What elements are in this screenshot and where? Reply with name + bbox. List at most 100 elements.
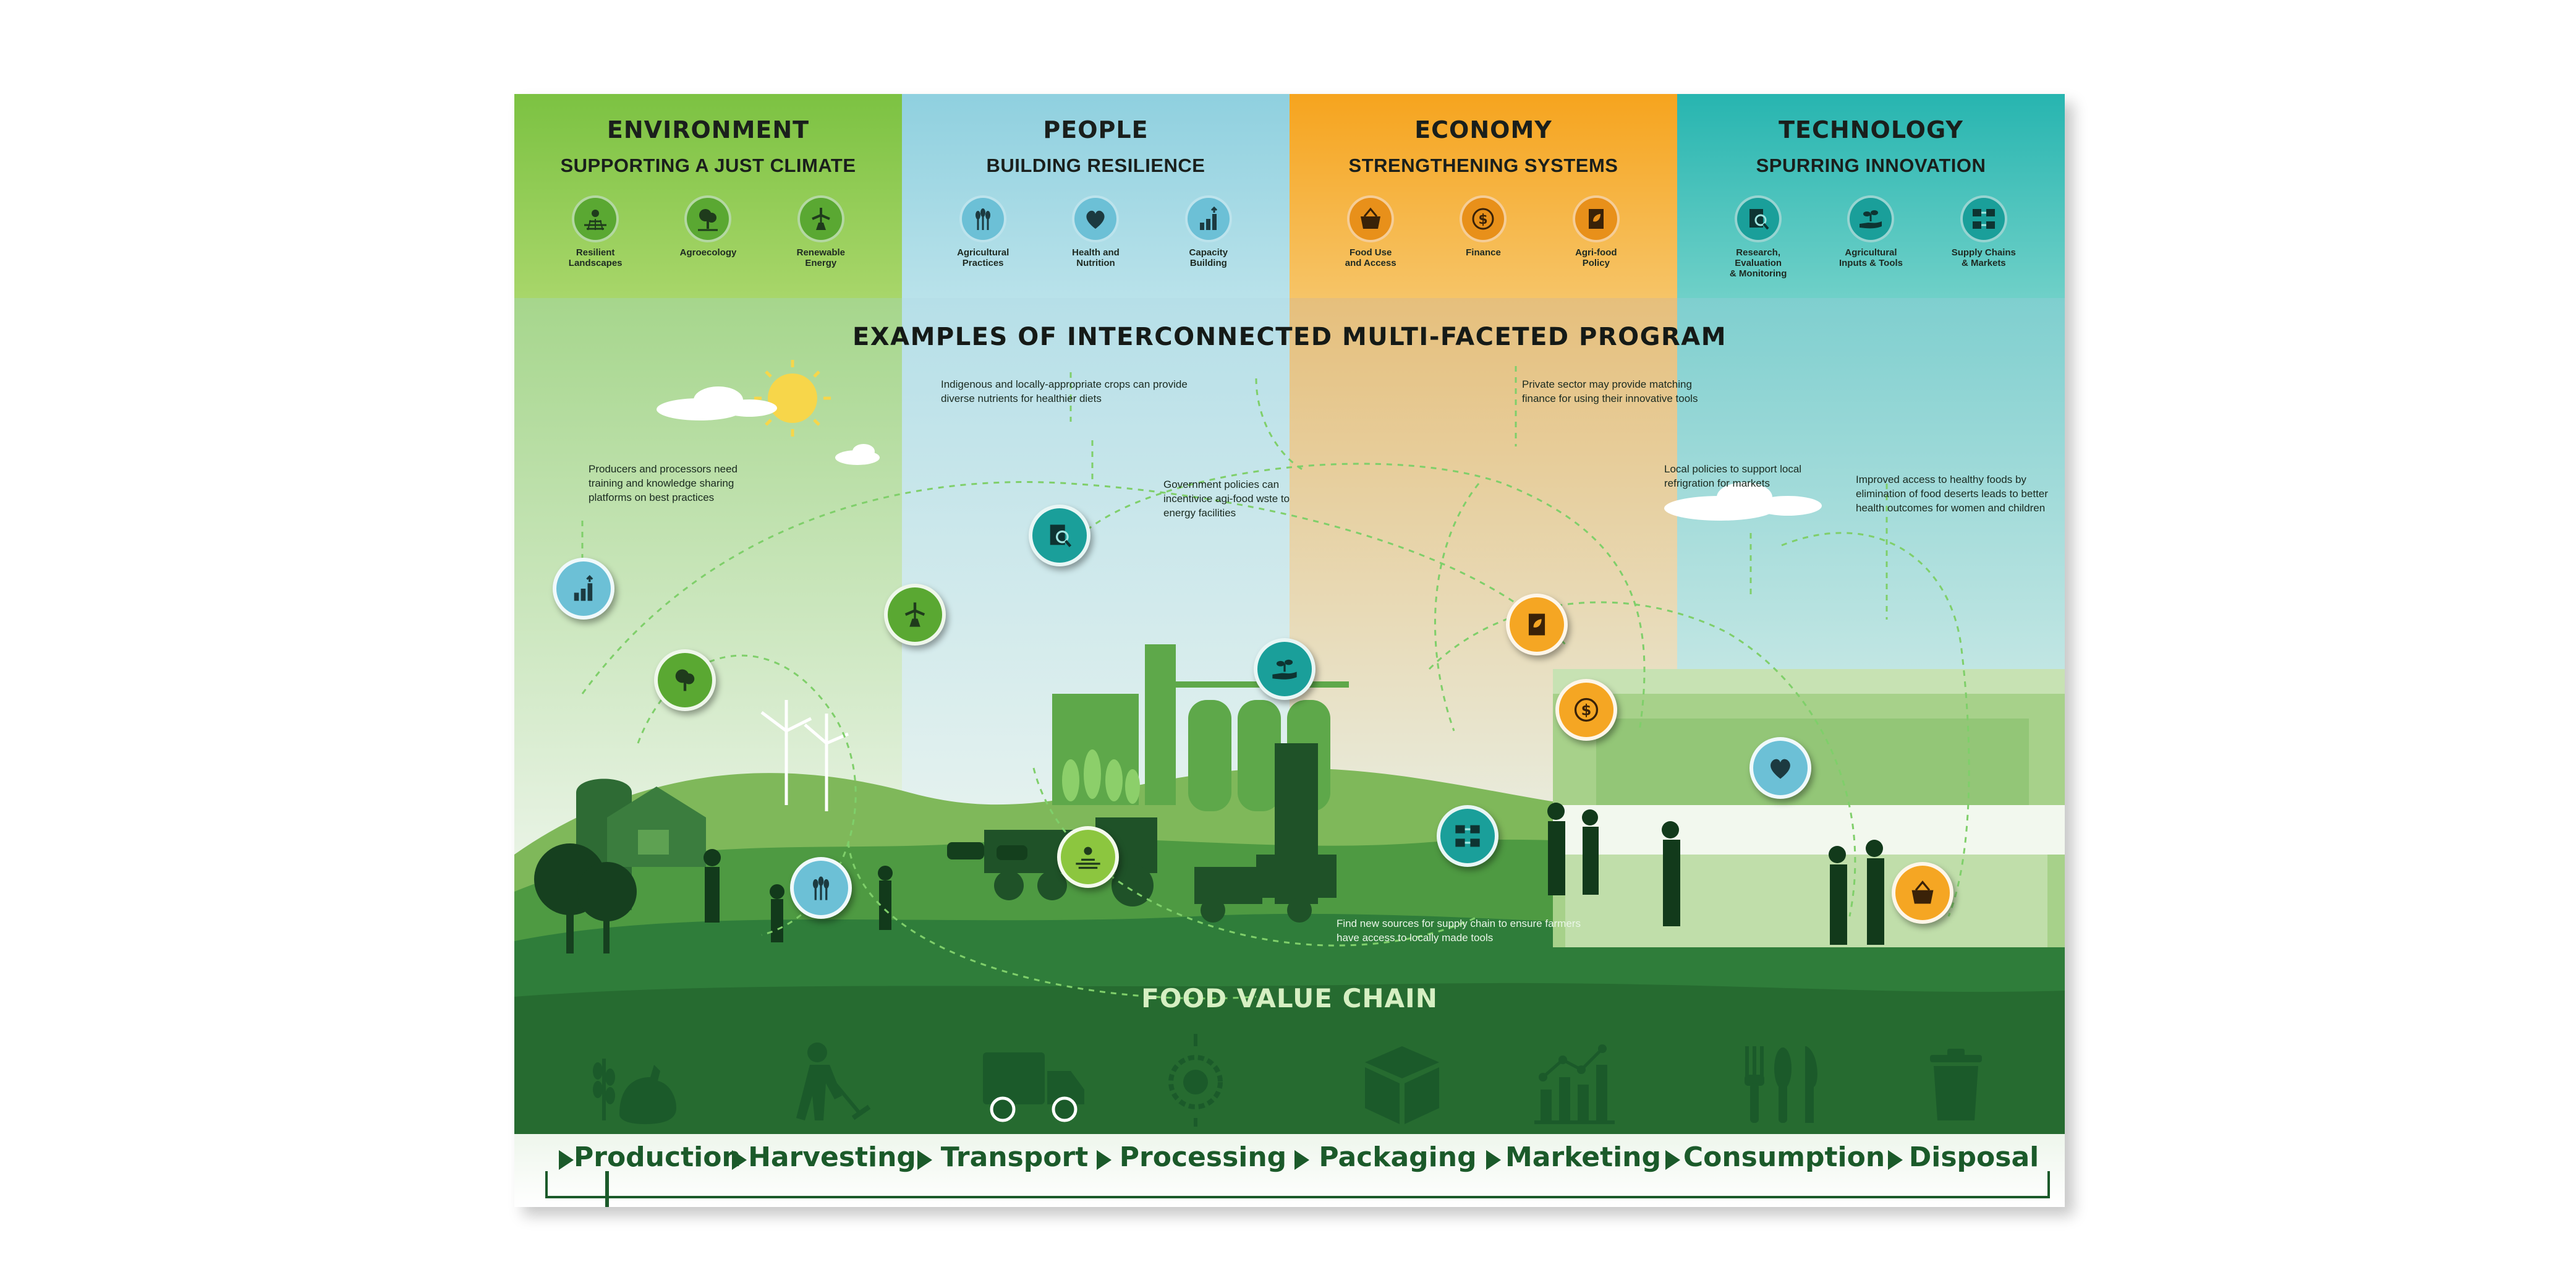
annotation: Government policies can incentivice agi-… — [1163, 479, 1290, 519]
heart-icon — [1072, 195, 1120, 242]
chevron-right-icon — [1294, 1150, 1309, 1170]
pillar-item-label: Resilient Landscapes — [568, 247, 623, 268]
pillar-technology: TECHNOLOGY SPURRING INNOVATION Research,… — [1677, 94, 2065, 298]
basket-icon — [1892, 862, 1953, 924]
research-icon — [1029, 505, 1090, 566]
chevron-right-icon — [1486, 1150, 1501, 1170]
hand-seedling-icon — [1254, 638, 1316, 700]
pillar-item-label: Agricultural Practices — [957, 247, 1010, 268]
wind-turbine-icon — [760, 700, 849, 811]
chain-stage-label: Disposal — [1908, 1141, 2039, 1173]
pillar-item: Agri-food Policy — [1550, 195, 1643, 268]
farmer-rake-icon — [796, 1043, 871, 1120]
chevron-right-icon — [1888, 1150, 1903, 1170]
policy-notebook-icon — [1506, 594, 1568, 655]
pillar-title: ECONOMY — [1414, 116, 1552, 143]
pillar-item: Capacity Building — [1162, 195, 1255, 268]
chain-arrows — [559, 1150, 1903, 1170]
chain-stage-label: Consumption — [1683, 1141, 1885, 1173]
pillar-title: ENVIRONMENT — [606, 116, 810, 143]
pillar-item-label: Agricultural Inputs & Tools — [1838, 247, 1903, 268]
dollar-icon: $ — [1460, 195, 1507, 242]
windmill-icon — [797, 195, 844, 242]
value-chain-labels: Production Harvesting Transport Processi… — [514, 1141, 2065, 1179]
market-building — [1553, 669, 2065, 947]
box-icon — [1365, 1046, 1439, 1124]
program-scene: EXAMPLES OF INTERCONNECTED MULTI-FACETED… — [514, 298, 2065, 1134]
truck-icon — [983, 1052, 1084, 1122]
pillar-subtitle: STRENGTHENING SYSTEMS — [1348, 155, 1618, 176]
chevron-right-icon — [1097, 1150, 1112, 1170]
value-chain-icon-row — [593, 1034, 1982, 1127]
pillar-item-label: Capacity Building — [1189, 247, 1228, 268]
pillar-subtitle: BUILDING RESILIENCE — [986, 155, 1205, 176]
tree-icon — [534, 843, 637, 953]
dollar-icon: $ — [1555, 679, 1617, 741]
processing-cog-icon — [1168, 1034, 1223, 1127]
pillar-item: Supply Chains & Markets — [1937, 195, 2030, 279]
pillar-item-label: Finance — [1466, 247, 1501, 258]
hand-seedling-icon — [1847, 195, 1895, 242]
value-chain-bracket — [545, 1171, 2050, 1198]
basket-icon — [1347, 195, 1395, 242]
pillar-item: Research, Evaluation & Monitoring — [1712, 195, 1804, 279]
chain-stage-label: Harvesting — [748, 1141, 916, 1173]
value-chain-strip — [514, 1134, 2065, 1207]
chevron-right-icon — [559, 1150, 574, 1170]
value-chain — [514, 1134, 2065, 1207]
infographic-poster: ENVIRONMENT SUPPORTING A JUST CLIMATE Re… — [514, 94, 2065, 1207]
scene-title: EXAMPLES OF INTERCONNECTED MULTI-FACETED… — [852, 323, 1727, 351]
chevron-right-icon — [1665, 1150, 1680, 1170]
people-silhouettes — [704, 803, 1884, 945]
pillar-item-label: Research, Evaluation & Monitoring — [1729, 247, 1787, 279]
tree-icon — [654, 649, 716, 711]
annotation: Local policies to support local refrigra… — [1664, 463, 1802, 489]
cutlery-icon — [1745, 1046, 1817, 1123]
pillar-people: PEOPLE BUILDING RESILIENCE Agricultural … — [902, 94, 1290, 298]
wheat-icon — [959, 195, 1007, 242]
pillar-subtitle: SUPPORTING A JUST CLIMATE — [560, 155, 856, 176]
pillar-environment: ENVIRONMENT SUPPORTING A JUST CLIMATE Re… — [514, 94, 902, 298]
chain-stage-label: Transport — [940, 1141, 1089, 1173]
windmill-icon — [884, 584, 946, 646]
wheat-hen-icon — [593, 1059, 676, 1124]
landscape-icon — [572, 195, 619, 242]
processing-plant — [1052, 644, 1349, 811]
svg-text:$: $ — [1581, 702, 1592, 719]
annotation: Private sector may provide matching fina… — [1522, 378, 1698, 404]
tree-icon — [684, 195, 732, 242]
pillar-title: PEOPLE — [1043, 116, 1149, 143]
chain-stage-label: Marketing — [1505, 1141, 1662, 1173]
pillar-title: TECHNOLOGY — [1779, 116, 1963, 143]
annotation: Find new sources for supply chain to ens… — [1337, 918, 1581, 944]
supply-chain-icon — [1437, 805, 1498, 867]
pillar-item-label: Food Use and Access — [1345, 247, 1396, 268]
pillar-item: $ Finance — [1437, 195, 1529, 268]
pillar-item-label: Agroecology — [679, 247, 737, 258]
pillar-subtitle: SPURRING INNOVATION — [1756, 155, 1986, 176]
annotation: Indigenous and locally-appropriate crops… — [941, 378, 1188, 404]
chain-stage-label: Packaging — [1319, 1141, 1477, 1173]
pillar-item-label: Health and Nutrition — [1072, 247, 1120, 268]
sun-icon — [754, 360, 831, 437]
research-icon — [1735, 195, 1782, 242]
cloud-icon — [657, 386, 1822, 521]
pillar-item: Health and Nutrition — [1049, 195, 1142, 268]
annotation: Producers and processors need training a… — [589, 463, 738, 503]
pillar-economy: ECONOMY STRENGTHENING SYSTEMS Food Use a… — [1290, 94, 1677, 298]
pillar-item: Resilient Landscapes — [549, 195, 642, 268]
pillar-item: Renewable Energy — [775, 195, 867, 268]
landscape-icon — [1057, 826, 1119, 888]
growth-chart-icon — [553, 558, 614, 620]
pillar-item-label: Renewable Energy — [796, 247, 845, 268]
pillar-item: Agroecology — [661, 195, 754, 268]
growth-chart-icon — [1184, 195, 1232, 242]
pillar-item: Food Use and Access — [1324, 195, 1417, 268]
pillar-item-label: Agri-food Policy — [1575, 247, 1617, 268]
svg-text:$: $ — [1479, 212, 1488, 228]
supply-chain-icon — [1960, 195, 2007, 242]
wheat-icon — [790, 857, 852, 919]
forklift-icon — [1194, 743, 1337, 923]
heart-icon — [1749, 737, 1811, 799]
food-value-chain-label: FOOD VALUE CHAIN — [1141, 983, 1438, 1013]
